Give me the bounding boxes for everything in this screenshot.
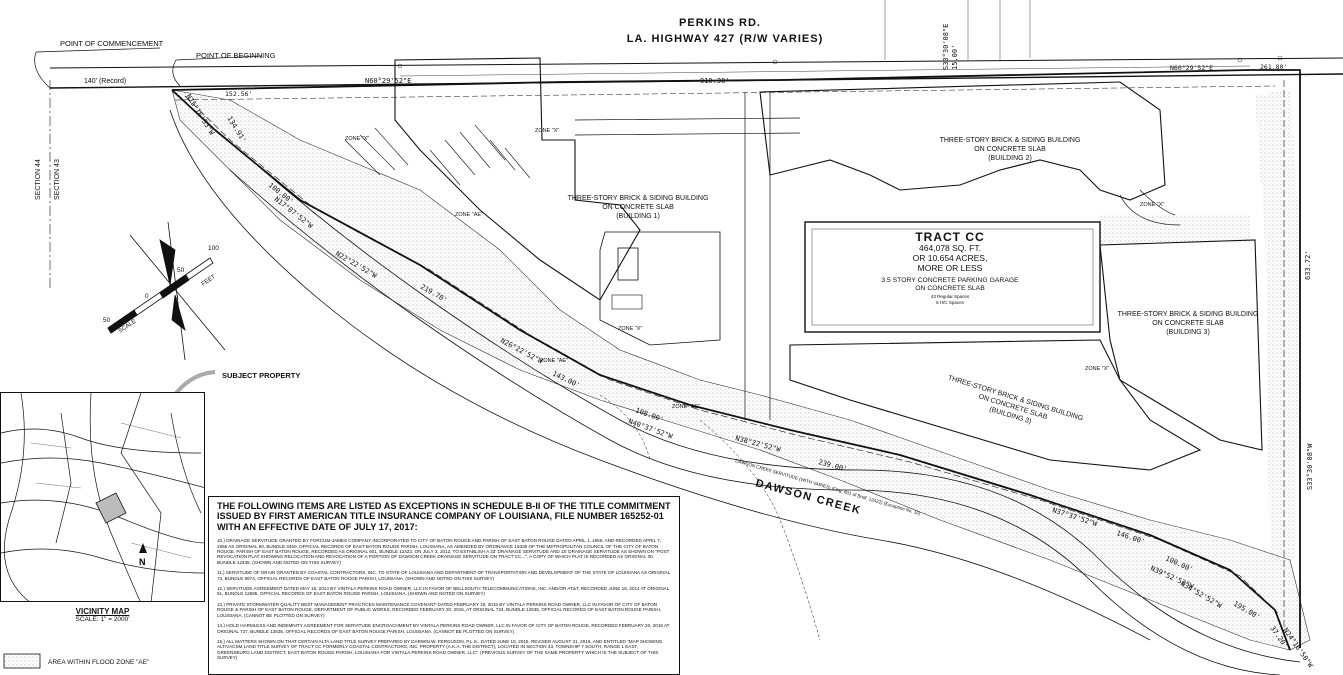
garage-line2: ON CONCRETE SLAB — [915, 285, 985, 292]
boundary-inner-dashed — [184, 80, 1285, 640]
vicinity-map-caption: VICINITY MAP SCALE: 1" = 2000' — [0, 607, 205, 623]
building-1-line3: (BUILDING 1) — [616, 213, 660, 220]
note-item: 10.) DRAINAGE SERVITUDE GRANTED BY FORCU… — [217, 538, 670, 565]
garage-spaces2: 6 H/C Spaces — [936, 300, 965, 305]
scale-north: N — [174, 296, 178, 302]
commencement-leaders — [34, 47, 263, 89]
pool — [617, 247, 639, 281]
north-arrow — [129, 221, 226, 361]
garage-spaces1: 43 Regular Spaces — [931, 294, 970, 299]
note-item: 12.) SERVITUDE AGREEMENT DATED MAY 16, 2… — [217, 586, 670, 597]
building-1-parking — [344, 124, 531, 186]
flood-zone-garage-strip — [1100, 215, 1250, 243]
vicinity-map-scale: SCALE: 1" = 2000' — [75, 616, 130, 623]
vicinity-map-title: VICINITY MAP — [75, 607, 130, 616]
building-2-line2: ON CONCRETE SLAB — [974, 146, 1046, 153]
flood-zone-ae — [171, 89, 1311, 651]
tract-more-or-less: MORE OR LESS — [918, 263, 983, 273]
scale-bar — [107, 257, 214, 334]
zone-x-label-3: ZONE "X" — [618, 326, 642, 332]
property-boundary — [171, 69, 1301, 651]
tract-name: TRACT CC — [915, 230, 984, 244]
building-3-east-outline — [1099, 239, 1263, 451]
note-item: 13.) PRIVATE STORMWATER QUALITY BEST MAN… — [217, 601, 662, 618]
road-highway: LA. HIGHWAY 427 (R/W VARIES) — [627, 33, 824, 45]
creek-servitude-lines — [599, 394, 821, 641]
scale-tick-4: 100 — [208, 245, 219, 252]
scale-tick-2: 0 — [145, 293, 149, 300]
zone-x-label-4: ZONE "X" — [1085, 366, 1109, 372]
record-distance: 140' (Record) — [84, 78, 126, 85]
bearing-s33-right: S33°30'08"W — [1306, 443, 1314, 490]
building-1-line2: ON CONCRETE SLAB — [602, 204, 674, 211]
top-left-distance: 152.56' — [225, 90, 252, 98]
subject-property-label: SUBJECT PROPERTY — [222, 371, 300, 380]
fine-detail-marks — [397, 0, 1283, 69]
section-44: SECTION 44 — [35, 159, 42, 200]
garage-inner — [811, 228, 1094, 326]
building-2-line1: THREE-STORY BRICK & SIDING BUILDING — [940, 137, 1081, 144]
scale-tick-1: 50 — [103, 317, 111, 324]
flood-legend-swatch — [3, 653, 41, 669]
vicinity-map: N — [0, 392, 205, 602]
parking-garage — [804, 221, 1101, 333]
garage-line1: 3.5 STORY CONCRETE PARKING GARAGE — [881, 277, 1019, 284]
scale-unit: FEET — [201, 274, 217, 288]
building-3-south-outline — [789, 339, 1202, 471]
note-item: 14.) HOLD HARMLESS AND INDEMNITY AGREEME… — [217, 623, 670, 634]
point-of-commencement: POINT OF COMMENCEMENT — [60, 39, 164, 48]
zone-ae-label-2: ZONE "AE" — [540, 358, 568, 364]
zone-ae-label-3: ZONE "AE" — [672, 404, 700, 410]
point-of-beginning: POINT OF BEGINNING — [196, 51, 276, 60]
scale-tick-3: 50 — [177, 267, 185, 274]
bearing-n60-left: N60°29'52"E — [365, 77, 411, 85]
note-item: 15.) ALL MATTERS SHOWN ON THAT CERTAIN A… — [217, 638, 663, 661]
building-1-line1: THREE-STORY BRICK & SIDING BUILDING — [568, 195, 709, 202]
zone-x-label-5: ZONE "X" — [1140, 202, 1164, 208]
building-1-outline — [394, 57, 641, 301]
bearing-s33-top-dist: 15.00' — [951, 45, 959, 70]
tract-area-sqft: 464,078 SQ. FT. — [919, 243, 981, 253]
bearing-n60-right: N60°29'52"E — [1170, 64, 1213, 72]
building-3-east-line2: ON CONCRETE SLAB — [1152, 320, 1224, 327]
exceptions-notes: THE FOLLOWING ITEMS ARE LISTED AS EXCEPT… — [208, 496, 680, 675]
section-43: SECTION 43 — [54, 159, 61, 200]
flood-zone-ae-east — [1255, 90, 1300, 560]
tract-area-acres: OR 10.654 ACRES, — [913, 253, 988, 263]
notes-heading: THE FOLLOWING ITEMS ARE LISTED AS EXCEPT… — [217, 501, 671, 532]
vicinity-north: N — [139, 557, 146, 567]
zone-x-label-1: ZONE "X" — [345, 136, 369, 142]
covered-pavilion — [611, 294, 643, 310]
front-right-distance: 261.80' — [1260, 63, 1287, 71]
building-3-east-line1: THREE-STORY BRICK & SIDING BUILDING — [1118, 311, 1259, 318]
flood-legend-label: AREA WITHIN FLOOD ZONE "AE" — [48, 659, 150, 666]
building-3-east-line3: (BUILDING 3) — [1166, 329, 1210, 336]
building-2-outline — [759, 81, 1166, 201]
pool-courtyard — [599, 231, 721, 346]
building-2-line3: (BUILDING 2) — [988, 155, 1032, 162]
vicinity-map-drawing: N — [1, 393, 204, 601]
zone-x-label-2: ZONE "X" — [535, 128, 559, 134]
note-item: 11.) SERVITUDE OF DRAIN GRANTED BY COAST… — [217, 570, 671, 581]
bearing-s33-top: S33°30'08"E — [942, 24, 950, 70]
front-distance: 910.30' — [700, 77, 730, 85]
east-distance: 633.72' — [1304, 250, 1312, 280]
zone-ae-label-1: ZONE "AE" — [455, 212, 483, 218]
driveways — [574, 92, 1181, 420]
dawson-creek — [169, 109, 1301, 675]
road-name: PERKINS RD. — [679, 17, 761, 29]
